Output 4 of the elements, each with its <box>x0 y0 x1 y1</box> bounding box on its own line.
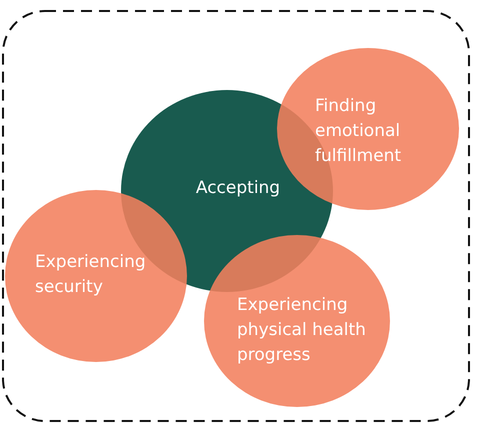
circle-label: Experiencing physical health progress <box>237 294 367 367</box>
circle-label: Accepting <box>194 177 282 200</box>
circle-label: Experiencing security <box>35 251 147 299</box>
circle-label: Finding emotional fulfillment <box>315 95 402 168</box>
